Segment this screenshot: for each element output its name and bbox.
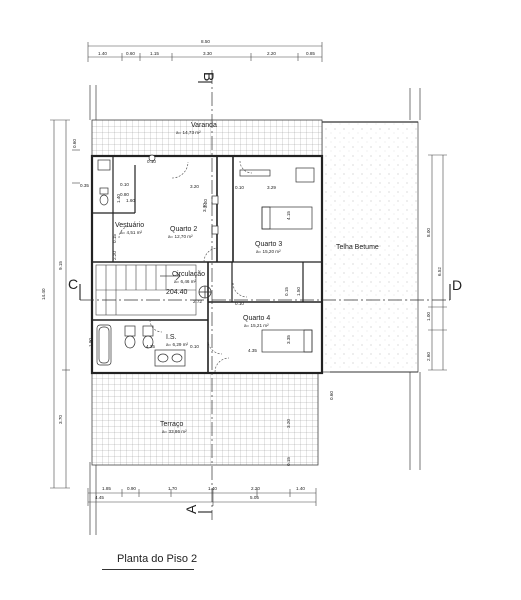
dim-inner-12: 0.80	[120, 192, 129, 197]
section-line-a-b	[198, 70, 213, 520]
dim-inner-7: 3.35	[286, 335, 291, 344]
room-quarto4-name: Quarto 4	[243, 315, 270, 322]
dim-bottom-1: 1.85	[102, 486, 111, 491]
dim-bottom-row2-2: 5.05	[250, 495, 259, 500]
dim-right-mid-1: 6.52	[437, 267, 442, 276]
room-vestuario-area: a= 4,51 m²	[120, 230, 143, 235]
dim-inner-18: 2.20	[112, 251, 117, 260]
dim-inner-16: 0.10	[190, 344, 199, 349]
room-varanda-area: a= 14,73 m²	[176, 130, 201, 135]
dim-right-mid-3: 2.60	[426, 352, 431, 361]
room-terraco-name: Terraço	[160, 421, 183, 428]
dim-bottom-2: 0.90	[127, 486, 136, 491]
section-mark-a: A	[183, 504, 199, 514]
dim-left-small-2: 0.35	[80, 183, 89, 188]
section-mark-c: C	[68, 276, 78, 292]
top-dimension-chain	[87, 42, 323, 62]
dim-top-2: 0.60	[126, 51, 135, 56]
room-is-area: a= 6,29 m²	[166, 342, 189, 347]
dim-inner-1: 3.20	[190, 184, 199, 189]
room-is-name: I.S.	[166, 334, 177, 341]
dim-inner-21: 0.10	[147, 159, 156, 164]
bottom-dimension-chain	[87, 488, 317, 506]
dim-inner-13: 0.15	[112, 234, 117, 243]
dim-top-1: 1.40	[98, 51, 107, 56]
dim-right-mid-2: 1.00	[426, 312, 431, 321]
dim-inner-10: 1.40	[116, 194, 121, 203]
dim-inner-8: 0.10	[235, 301, 244, 306]
bathroom-fixtures	[96, 154, 186, 367]
building-walls	[90, 154, 324, 375]
staircase	[95, 264, 197, 316]
dim-inner-6: 4.35	[248, 348, 257, 353]
dim-top-4: 3.30	[203, 51, 212, 56]
construction-lines	[89, 85, 421, 535]
dim-top-3: 1.15	[150, 51, 159, 56]
section-mark-d: D	[452, 277, 462, 293]
dim-bottom-5: 2.20	[251, 486, 260, 491]
dim-inner-11: 0.10	[120, 182, 129, 187]
dim-bottom-4: 1.40	[208, 486, 217, 491]
dim-inner-3: 3.29	[267, 185, 276, 190]
level-marker	[198, 285, 212, 299]
dim-inner-15: 4.35	[146, 344, 155, 349]
dim-right-small-2: 0.60	[329, 391, 334, 400]
dim-left-mid-2: 3.70	[58, 415, 63, 424]
varanda-tiling	[91, 119, 323, 157]
dim-inner-2: 0.10	[235, 185, 244, 190]
right-dimension-chain	[428, 154, 447, 371]
room-terraco-area: a= 33,86 m²	[162, 429, 187, 434]
room-quarto2-name: Quarto 2	[170, 226, 197, 233]
dim-inner-20: 1.50	[296, 287, 301, 296]
roof-telha-name: Telha Betume	[336, 244, 379, 251]
dim-inner-5: 2.72	[193, 299, 202, 304]
roof-area	[321, 121, 419, 373]
room-quarto3-name: Quarto 3	[255, 241, 282, 248]
dim-top-total: 8.50	[201, 39, 210, 44]
drawing-caption: Planta do Piso 2	[117, 553, 198, 565]
room-circulacao-area: a= 6,46 m²	[174, 279, 197, 284]
dim-inner-9: 3.70	[202, 203, 207, 212]
section-line-c-d	[79, 284, 451, 301]
room-quarto4-area: a= 15,21 m²	[244, 323, 269, 328]
left-dimension-chain	[50, 119, 80, 489]
dim-right-outer: 8.00	[426, 228, 431, 237]
dim-inner-22: 3.20	[286, 419, 291, 428]
beds	[211, 167, 315, 353]
level-value: 204.40	[166, 289, 188, 296]
dim-top-5: 2.20	[267, 51, 276, 56]
room-varanda-name: Varanda	[191, 122, 217, 129]
dim-inner-4: 4.15	[286, 211, 291, 220]
dim-inner-23: 3.20	[203, 199, 208, 208]
dim-inner-17: 1.60	[126, 198, 135, 203]
dim-inner-24: 0.15	[286, 457, 291, 466]
dim-bottom-3: 1.70	[168, 486, 177, 491]
room-vestuario-name: Vestuário	[115, 222, 144, 229]
room-quarto2-area: a= 12,70 m²	[168, 234, 193, 239]
caption-underline	[102, 569, 194, 570]
dim-left-outer: 14.40	[41, 288, 46, 300]
dim-left-mid-1: 9.15	[58, 261, 63, 270]
dim-bottom-row2-1: 4.45	[95, 495, 104, 500]
room-circulacao-name: Circulação	[172, 271, 205, 278]
dim-left-small-1: 0.60	[72, 139, 77, 148]
dim-top-6: 0.85	[306, 51, 315, 56]
door-swings	[118, 160, 253, 373]
room-quarto3-area: a= 15,20 m²	[256, 249, 281, 254]
section-mark-b: B	[201, 72, 217, 81]
dim-inner-14: 1.90	[88, 338, 93, 347]
dim-bottom-6: 1.40	[296, 486, 305, 491]
terraco-tiling	[91, 372, 319, 466]
dim-inner-19: 0.15	[284, 287, 289, 296]
